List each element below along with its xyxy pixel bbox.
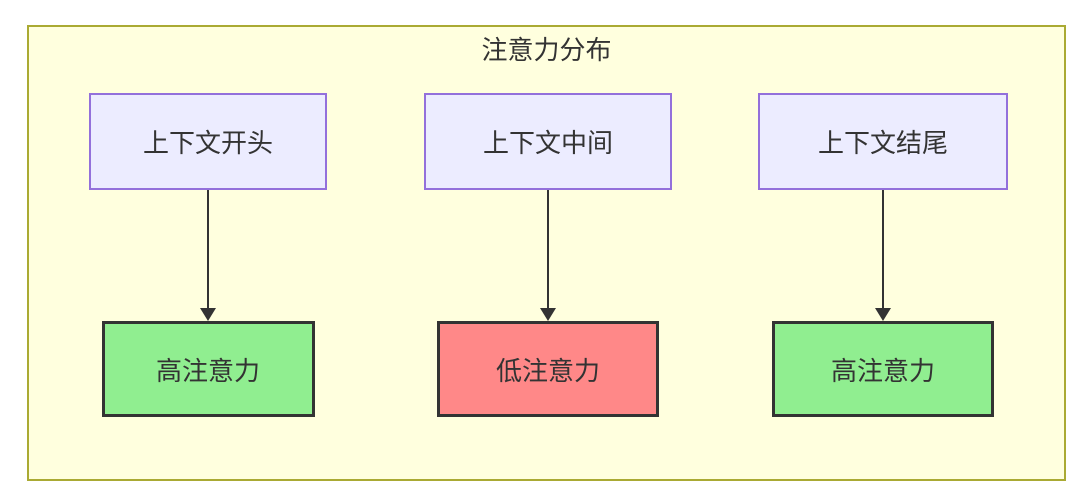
node-low-attention: 低注意力 xyxy=(437,321,659,417)
column-context-start: 上下文开头 高注意力 xyxy=(89,93,327,417)
node-high-attention-1: 高注意力 xyxy=(101,321,315,417)
node-context-start: 上下文开头 xyxy=(89,93,327,190)
node-context-end-label: 上下文结尾 xyxy=(817,128,948,158)
node-context-middle: 上下文中间 xyxy=(424,93,672,190)
arrow-down-icon xyxy=(200,308,216,321)
arrow-down-icon xyxy=(875,308,891,321)
arrow-down-icon xyxy=(540,308,556,321)
node-context-middle-label: 上下文中间 xyxy=(482,128,613,158)
diagram-title: 注意力分布 xyxy=(481,35,612,65)
edge-context-end xyxy=(875,190,891,321)
node-high-attention-1-label: 高注意力 xyxy=(155,355,260,386)
node-high-attention-2: 高注意力 xyxy=(772,321,994,417)
edge-line xyxy=(882,190,884,308)
node-context-start-label: 上下文开头 xyxy=(142,128,273,158)
node-low-attention-label: 低注意力 xyxy=(495,355,600,386)
node-context-end: 上下文结尾 xyxy=(758,93,1008,190)
attention-distribution-container: 注意力分布 上下文开头 高注意力 上下文中间 低注意力 xyxy=(27,25,1066,481)
column-context-middle: 上下文中间 低注意力 xyxy=(424,93,672,417)
column-context-end: 上下文结尾 高注意力 xyxy=(758,93,1008,417)
node-high-attention-2-label: 高注意力 xyxy=(830,355,935,386)
edge-line xyxy=(207,190,209,308)
edge-context-middle xyxy=(540,190,556,321)
edge-line xyxy=(547,190,549,308)
edge-context-start xyxy=(200,190,216,321)
